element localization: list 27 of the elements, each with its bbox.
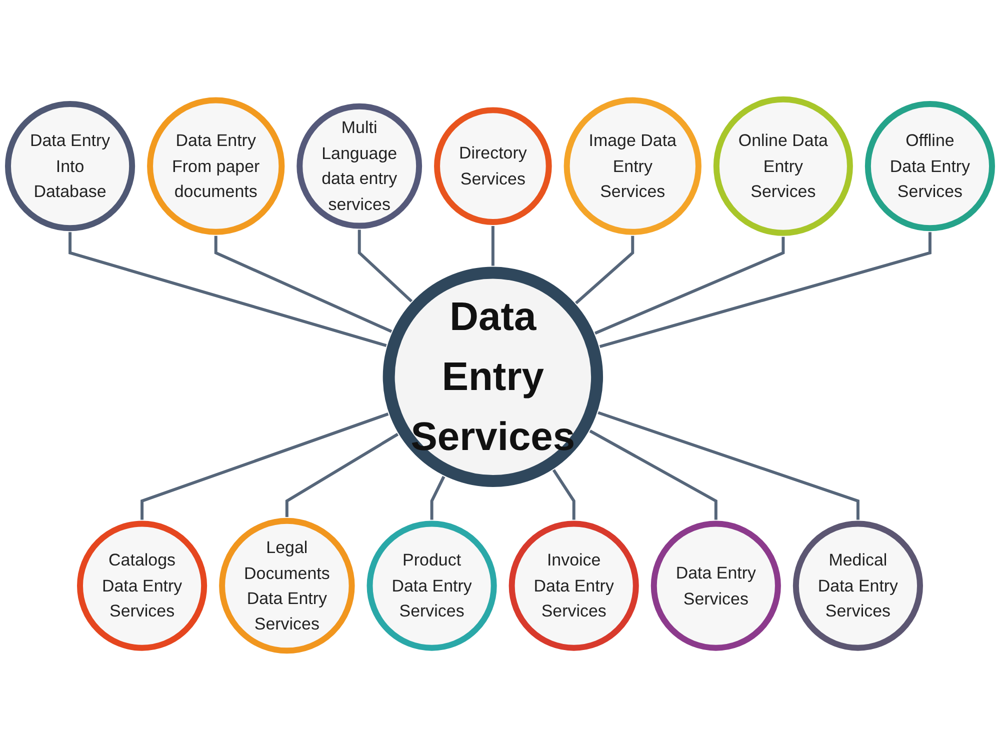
service-circle: Data Entry Into Database — [5, 101, 136, 232]
connector-line — [589, 430, 718, 520]
connector-line — [358, 230, 413, 302]
connector-line — [599, 232, 932, 348]
connector-line — [552, 469, 576, 520]
connector-line — [594, 236, 785, 335]
connector-line — [430, 476, 446, 520]
connector-line — [491, 226, 494, 266]
service-circle: Medical Data Entry Services — [792, 520, 923, 651]
connector-line — [575, 236, 634, 304]
service-circle: Image Data Entry Services — [564, 97, 702, 235]
connector-line — [140, 412, 389, 520]
service-circle: Catalogs Data Entry Services — [77, 520, 208, 651]
service-circle: Invoice Data Entry Services — [508, 520, 639, 651]
service-circle: Data Entry From paper documents — [147, 97, 285, 235]
service-circle: Legal Documents Data Entry Services — [219, 518, 355, 654]
service-circle: Multi Language data entry services — [296, 103, 422, 229]
service-circle: Directory Services — [434, 107, 552, 225]
service-circle: Data Entry Services — [650, 520, 781, 651]
service-circle: Offline Data Entry Services — [864, 101, 995, 232]
hub-circle: Data Entry Services — [382, 266, 604, 487]
service-circle: Product Data Entry Services — [366, 520, 497, 651]
connector-line — [285, 432, 399, 517]
connector-line — [598, 411, 860, 520]
service-circle: Online Data Entry Services — [713, 96, 853, 236]
connector-line — [214, 236, 392, 333]
connector-line — [68, 232, 387, 348]
